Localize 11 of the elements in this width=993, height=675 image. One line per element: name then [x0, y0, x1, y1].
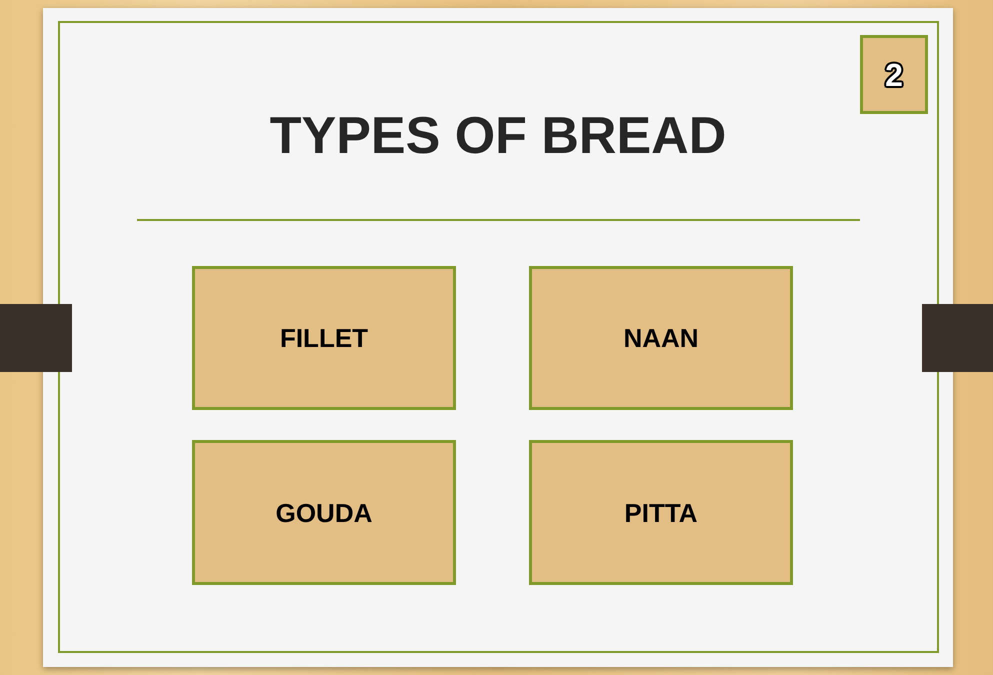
answer-label: PITTA	[624, 498, 698, 528]
slide-number: 2	[885, 60, 903, 90]
answer-label: NAAN	[623, 323, 699, 353]
answer-card	[192, 266, 456, 410]
answer-card	[529, 440, 793, 585]
answer-label: GOUDA	[276, 498, 372, 528]
answer-label: FILLET	[280, 323, 368, 353]
answer-card	[529, 266, 793, 410]
slide-title: TYPES OF BREAD	[268, 106, 728, 167]
answer-card	[192, 440, 456, 585]
number-tile	[860, 35, 928, 114]
